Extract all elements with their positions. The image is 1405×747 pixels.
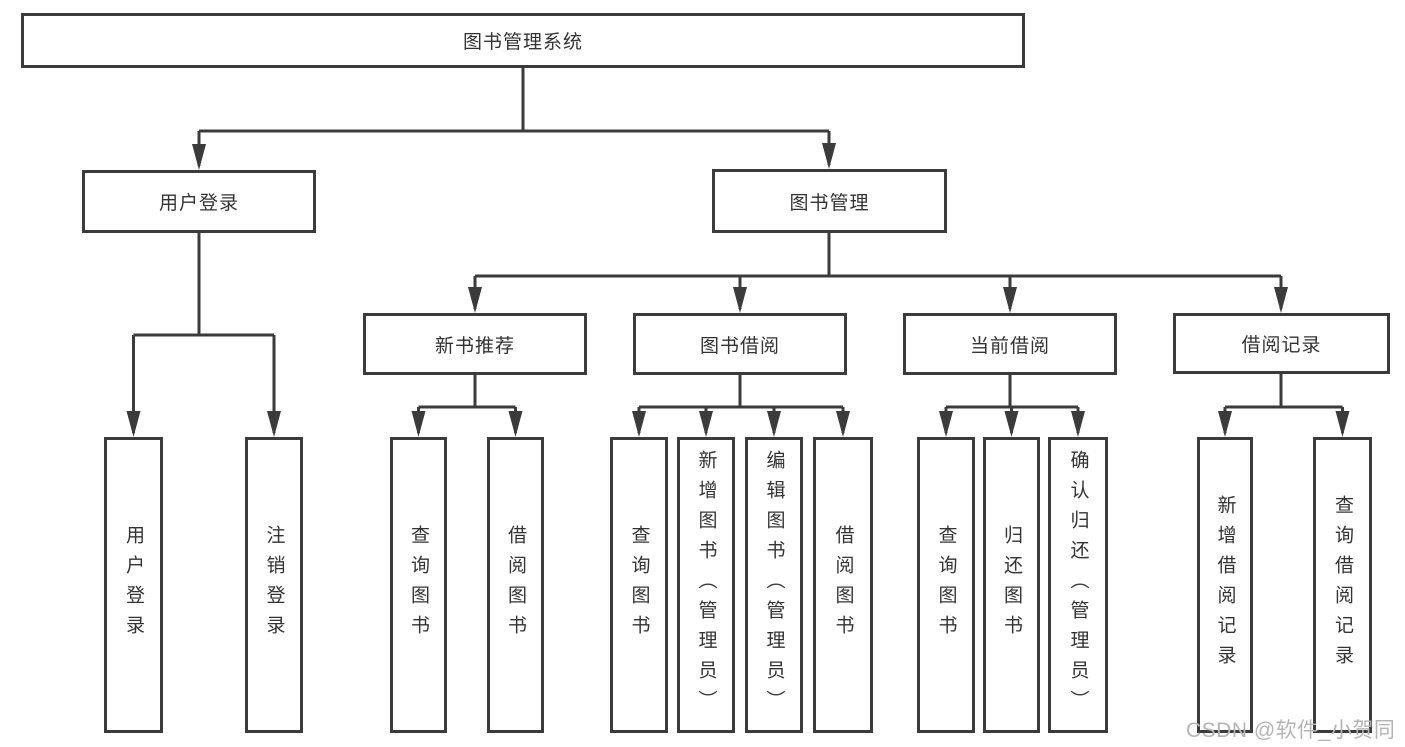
leaf-confirm-return-admin: 确认归还（管理员） <box>1048 437 1108 733</box>
leaf-query-books-recommend: 查询图书 <box>390 437 447 733</box>
node-borrow-records: 借阅记录 <box>1173 313 1390 374</box>
csdn-watermark: CSDN @软件_小贺同学 <box>1186 719 1396 742</box>
leaf-borrow-books-recommend: 借阅图书 <box>487 437 544 733</box>
node-user-login: 用户登录 <box>82 170 316 233</box>
node-root-library-system: 图书管理系统 <box>21 13 1025 68</box>
leaf-borrow-books: 借阅图书 <box>813 437 873 733</box>
leaf-edit-books-admin: 编辑图书（管理员） <box>745 437 803 733</box>
leaf-add-borrow-record: 新增借阅记录 <box>1197 437 1253 733</box>
node-book-borrowing: 图书借阅 <box>633 313 847 375</box>
leaf-return-books: 归还图书 <box>983 437 1040 733</box>
node-new-book-recommend: 新书推荐 <box>363 313 587 375</box>
node-current-borrowing: 当前借阅 <box>903 313 1117 375</box>
leaf-query-books-current: 查询图书 <box>917 437 975 733</box>
leaf-user-login: 用户登录 <box>104 437 163 733</box>
node-book-management: 图书管理 <box>712 169 947 233</box>
leaf-query-borrow-record: 查询借阅记录 <box>1313 437 1372 733</box>
leaf-add-books-admin: 新增图书（管理员） <box>677 437 735 733</box>
leaf-query-books-borrowing: 查询图书 <box>610 437 668 733</box>
leaf-logout: 注销登录 <box>245 437 303 733</box>
